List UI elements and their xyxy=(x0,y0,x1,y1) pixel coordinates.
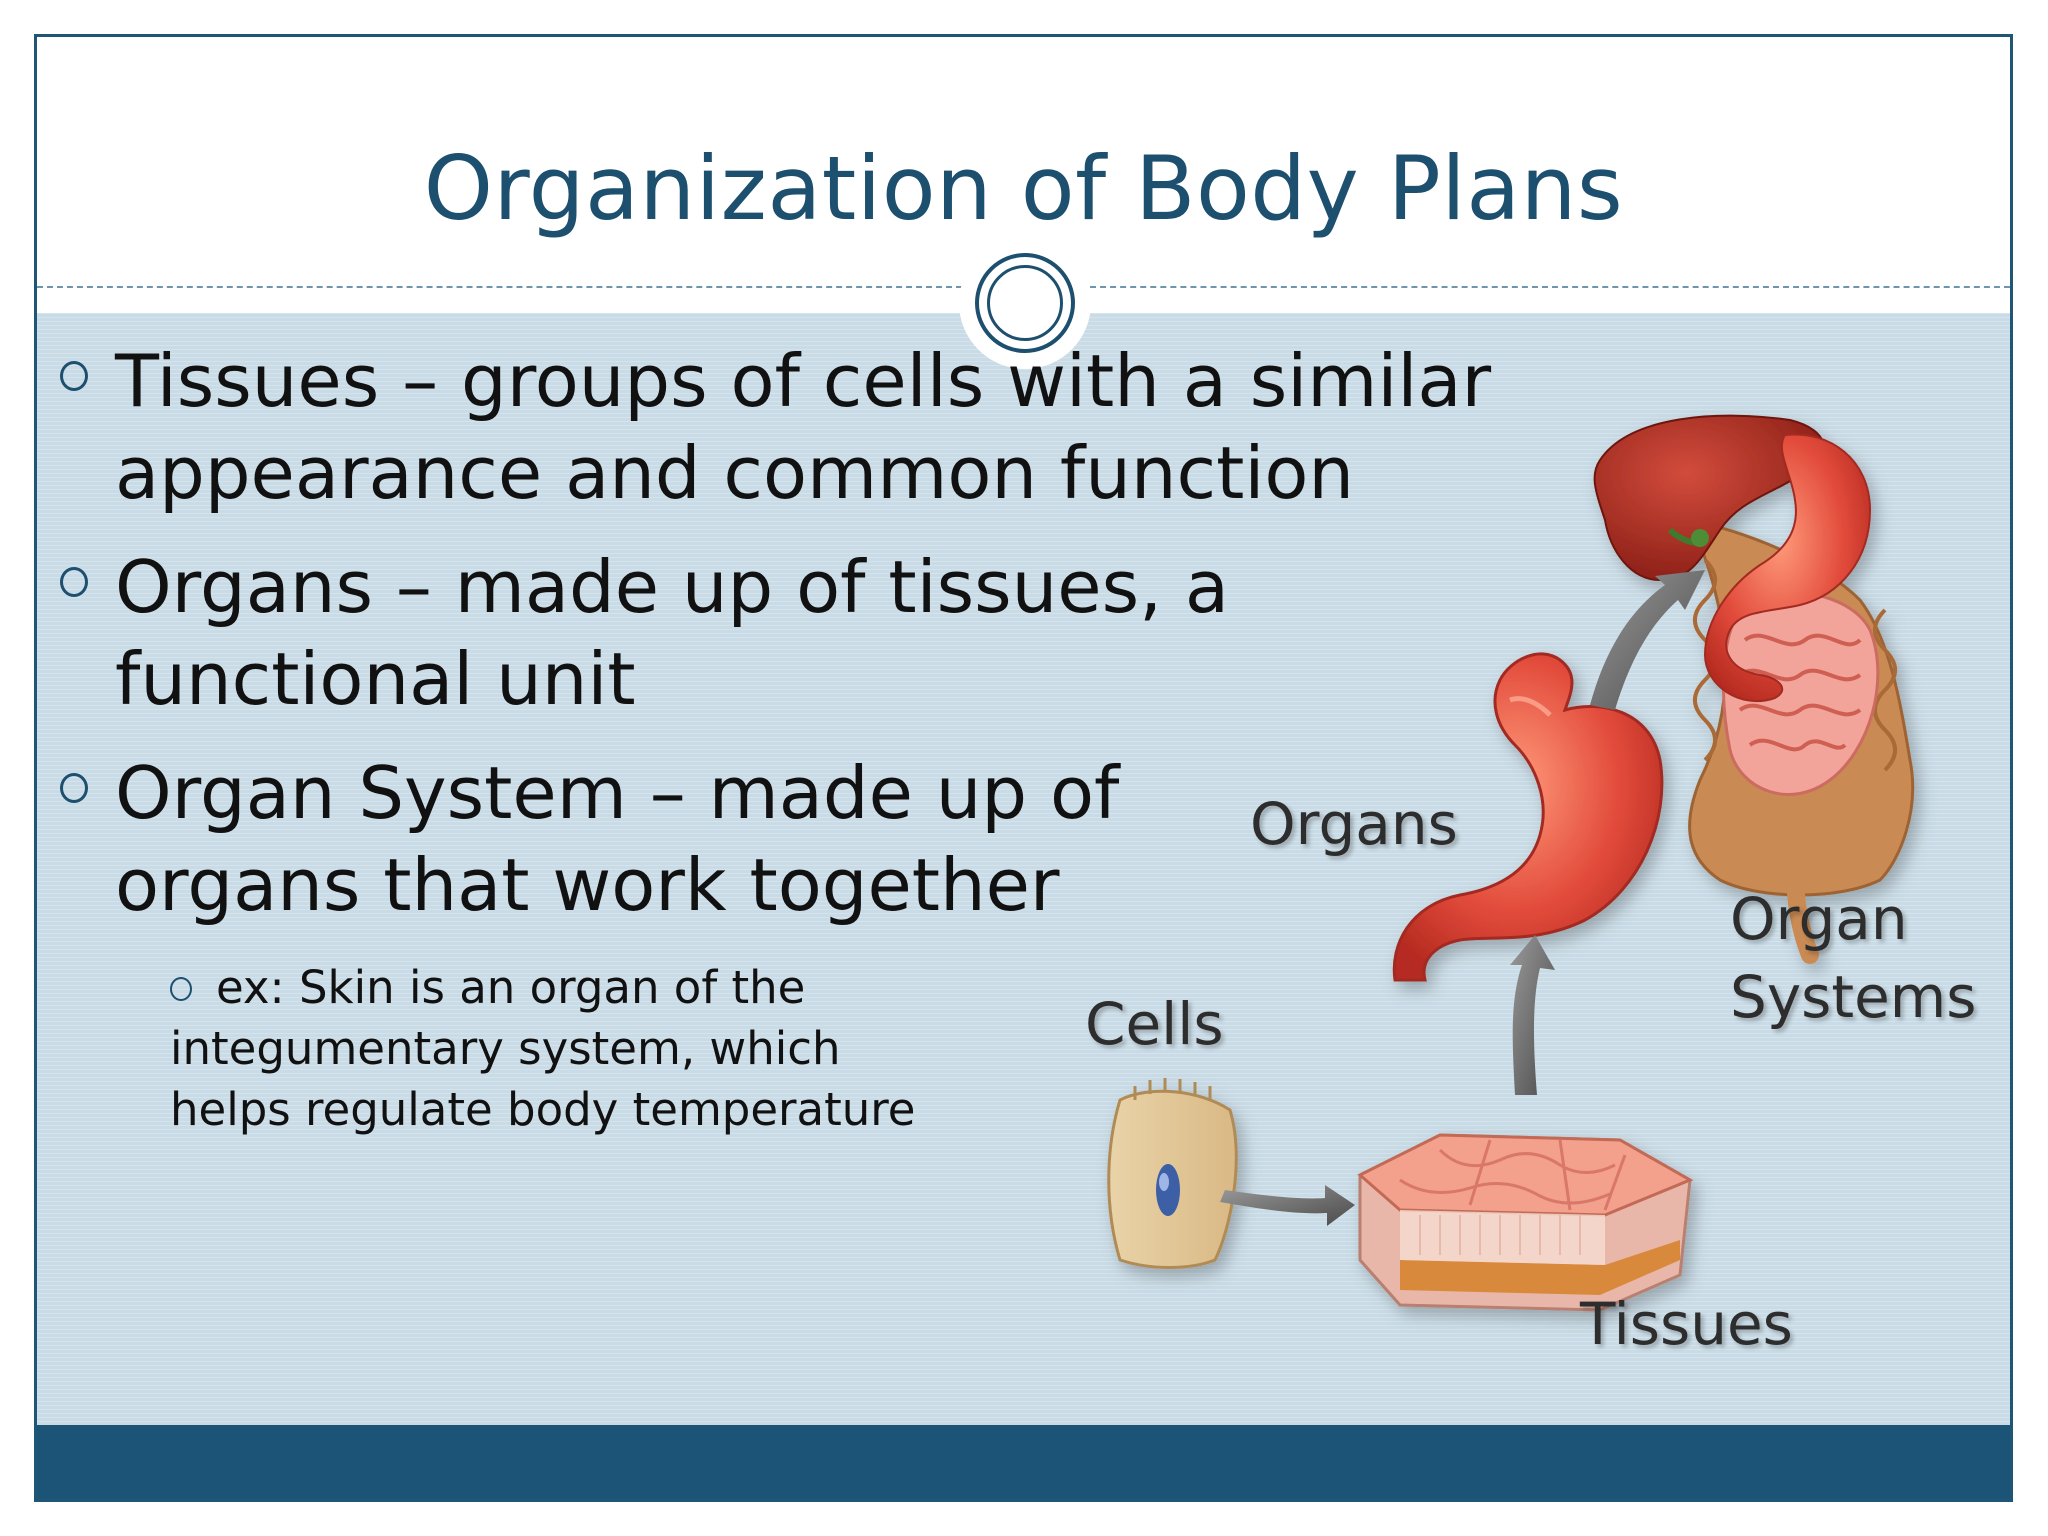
organ-system-illustration xyxy=(1593,414,1915,964)
bullet-list: Tissues – groups of cells with a similar… xyxy=(50,335,1500,1140)
bullet-line: Organs – made up of tissues, a xyxy=(115,545,1229,629)
sub-bullet-line: ex: Skin is an organ of the xyxy=(216,961,806,1014)
bullet-organs: Organs – made up of tissues, a functiona… xyxy=(50,541,1500,725)
arrow-cells-to-tissues-icon xyxy=(1220,1185,1355,1226)
bullet-line: organs that work together xyxy=(115,843,1060,927)
bullet-line: Tissues – groups of cells with a similar xyxy=(115,339,1492,423)
bullet-circle-icon xyxy=(60,567,88,597)
bullet-circle-icon xyxy=(60,361,88,391)
bullet-circle-icon xyxy=(60,773,88,803)
bullet-line: functional unit xyxy=(115,637,636,721)
body-organization-diagram: Organs Cells Tissues Organ Systems xyxy=(1040,380,1990,1360)
footer-bar xyxy=(37,1425,2010,1499)
sub-bullet-line: helps regulate body temperature xyxy=(170,1083,916,1136)
arrow-organs-to-systems-icon xyxy=(1590,570,1705,710)
bullet-line: appearance and common function xyxy=(115,431,1355,515)
title-divider-left xyxy=(37,286,962,288)
title-divider-right xyxy=(1090,286,2010,288)
label-organs: Organs xyxy=(1250,790,1458,858)
arrow-tissues-to-organs-icon xyxy=(1510,935,1555,1095)
sub-bullet-skin-example: ex: Skin is an organ of the integumentar… xyxy=(170,957,1500,1140)
label-tissues: Tissues xyxy=(1580,1290,1793,1358)
cell-illustration xyxy=(1107,1078,1238,1269)
stomach-organ-illustration xyxy=(1392,652,1664,982)
bullet-organ-system: Organ System – made up of organs that wo… xyxy=(50,747,1500,931)
bullet-tissues: Tissues – groups of cells with a similar… xyxy=(50,335,1500,519)
label-cells: Cells xyxy=(1085,990,1224,1058)
bullet-line: Organ System – made up of xyxy=(115,751,1120,835)
slide-title: Organization of Body Plans xyxy=(423,137,1624,240)
label-organ-systems-line2: Systems xyxy=(1730,963,1977,1031)
diagram-illustration xyxy=(1107,414,1915,1312)
circle-ornament-icon xyxy=(975,253,1075,353)
sub-bullet-line: integumentary system, which xyxy=(170,1022,841,1075)
label-organ-systems-line1: Organ xyxy=(1730,885,1908,953)
sub-bullet-circle-icon xyxy=(170,977,192,1001)
tissue-block-illustration xyxy=(1357,1133,1694,1312)
